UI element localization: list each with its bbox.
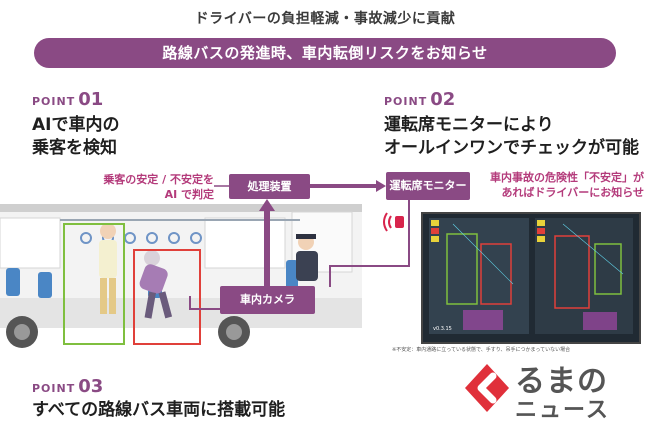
camera-cable xyxy=(189,296,230,310)
monitor-cable xyxy=(329,200,410,287)
camera-box: 車内カメラ xyxy=(220,286,315,314)
ai-judge-line1: 乗客の安定 / 不安定を xyxy=(103,173,214,186)
alert-line1: 車内事故の危険性「不安定」が xyxy=(490,171,644,184)
elderly-passenger xyxy=(139,250,173,319)
point-03-text: すべての路線バス車両に搭載可能 xyxy=(32,400,286,420)
point-03-label: POINT xyxy=(32,382,76,395)
point-01-label: POINT xyxy=(32,95,76,108)
bus-driver xyxy=(296,234,318,281)
footnote: ※不安定：車内通路に立っている状態で、手すり、吊手につかまっていない場合 xyxy=(392,347,571,353)
alert-line2: あればドライバーにお知らせ xyxy=(501,186,644,199)
processor-box: 処理装置 xyxy=(229,174,310,199)
driver-monitor-display: v0.3.15 xyxy=(421,212,641,344)
logo-line1: るまの xyxy=(515,364,608,399)
logo-line2: ニュース xyxy=(515,398,610,423)
headline-banner: 路線バスの発進時、車内転倒リスクをお知らせ xyxy=(34,38,616,68)
point-01-number: 01 xyxy=(78,89,104,110)
stable-detection-frame xyxy=(63,223,125,345)
unstable-detection-frame xyxy=(133,249,201,345)
point-01-text: AIで車内の 乗客を検知 xyxy=(32,114,119,160)
ai-judge-line2: AI で判定 xyxy=(164,188,214,201)
point-02-line1: 運転席モニターにより xyxy=(384,115,554,135)
point-01-line1: AIで車内の xyxy=(32,115,120,135)
bus-interior-illustration xyxy=(0,204,362,348)
point-02-number: 02 xyxy=(430,89,456,110)
alert-annotation: 車内事故の危険性「不安定」が あればドライバーにお知らせ xyxy=(486,170,644,200)
point-02-text: 運転席モニターにより オールインワンでチェックが可能 xyxy=(384,114,639,160)
driver-monitor-box: 運転席モニター xyxy=(386,172,470,200)
point-01-line2: 乗客を検知 xyxy=(32,138,117,158)
point-02-line2: オールインワンでチェックが可能 xyxy=(384,138,639,158)
alert-sound-icon xyxy=(383,212,404,232)
page-subtitle: ドライバーの負担軽減・事故減少に貢献 xyxy=(194,11,456,27)
monitor-version-label: v0.3.15 xyxy=(433,326,452,332)
logo-mark-icon xyxy=(465,364,509,412)
bus-ceiling xyxy=(0,204,362,212)
camera-processor-arrowhead xyxy=(259,199,275,211)
monitor-camera-feeds: v0.3.15 xyxy=(423,214,639,342)
hand-straps xyxy=(80,232,202,244)
kuruma-news-logo: るまの ニュース xyxy=(463,356,643,426)
ai-judge-annotation: 乗客の安定 / 不安定を AI で判定 xyxy=(92,172,214,202)
point-02-label: POINT xyxy=(384,95,428,108)
processor-monitor-arrowhead xyxy=(376,180,386,192)
bus-window xyxy=(0,217,61,269)
bus-window xyxy=(204,217,286,269)
standing-passenger xyxy=(99,223,117,314)
point-03-number: 03 xyxy=(78,376,104,397)
